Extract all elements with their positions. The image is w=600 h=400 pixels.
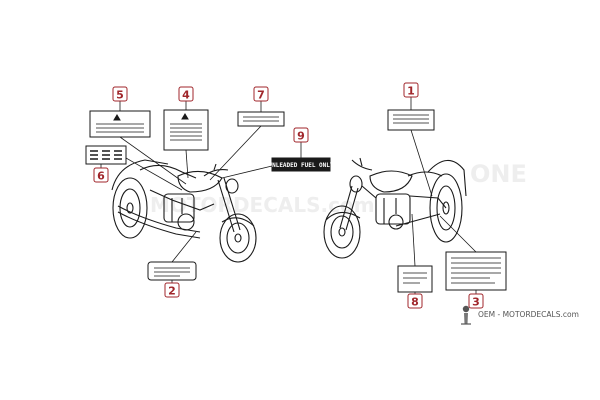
oem-logo-icon [461, 305, 471, 325]
leader-lines [100, 97, 477, 294]
decal-4-warning-label [163, 109, 209, 151]
footer-brand-text: OEM - MOTORDECALS.com [478, 310, 579, 319]
callout-4: 4 [178, 86, 194, 102]
callout-9-label: 9 [297, 130, 305, 143]
decal-2-plate-label [147, 261, 197, 281]
callout-7: 7 [253, 86, 269, 102]
callout-9: 9 [293, 127, 309, 143]
callout-8: 8 [407, 293, 423, 309]
decal-9-fuel-label: UNLEADED FUEL ONLY [268, 157, 334, 172]
decal-1-info-label [387, 109, 435, 131]
callout-1-label: 1 [407, 85, 415, 98]
callout-4-label: 4 [182, 89, 190, 102]
callout-5-label: 5 [116, 89, 124, 102]
watermark: ONE MOTORDECALS.com [150, 160, 527, 217]
right-motorcycle-illustration [323, 157, 467, 259]
decal-3-emission-label [445, 251, 507, 291]
decal-7-info-label [237, 111, 285, 127]
decal-6-tire-info-label [85, 145, 127, 165]
callout-5: 5 [112, 86, 128, 102]
callout-3: 3 [468, 293, 484, 309]
decals: UNLEADED FUEL ONLY [85, 109, 507, 293]
callout-8-label: 8 [411, 296, 419, 309]
fuel-label-text: UNLEADED FUEL ONLY [268, 162, 333, 169]
callout-2: 2 [164, 282, 180, 298]
callout-6-label: 6 [97, 170, 105, 183]
callout-6: 6 [93, 167, 109, 183]
callout-7-label: 7 [257, 89, 265, 102]
callout-2-label: 2 [168, 285, 176, 298]
decal-8-small-label [397, 265, 433, 293]
left-motorcycle-illustration [111, 159, 257, 263]
callout-1: 1 [403, 82, 419, 98]
callout-3-label: 3 [472, 296, 480, 309]
decal-5-caution-label [89, 110, 151, 138]
callouts: 5 4 7 9 6 2 1 [93, 82, 484, 309]
watermark-line2: MOTORDECALS.com [150, 193, 375, 217]
footer-brand: OEM - MOTORDECALS.com [458, 300, 598, 330]
watermark-line1: ONE [470, 160, 527, 188]
